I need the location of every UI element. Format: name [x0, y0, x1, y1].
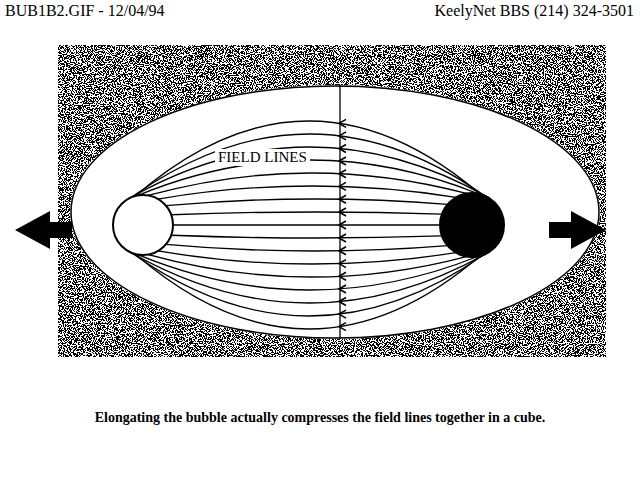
field-line — [166, 244, 448, 251]
field-line — [158, 186, 456, 199]
black-pole — [440, 193, 504, 257]
field-line — [120, 244, 496, 316]
field-line — [115, 121, 502, 215]
field-line — [138, 255, 478, 290]
field-line — [166, 199, 448, 206]
white-pole — [113, 195, 173, 255]
field-line — [128, 147, 488, 199]
stretch-arrow — [15, 211, 72, 249]
field-line — [148, 255, 466, 277]
bubble-outline — [71, 86, 599, 338]
bubble-fill — [70, 85, 600, 339]
speckle-texture — [58, 45, 606, 357]
header-label: BUB1B2.GIF - 12/04/94 — [5, 2, 165, 20]
field-line — [120, 134, 496, 206]
stretch-arrow — [549, 211, 606, 249]
field-line — [128, 251, 488, 303]
field-line — [115, 235, 502, 329]
field-label: FIELD LINES — [215, 149, 310, 166]
field-line — [171, 212, 442, 215]
caption: Elongating the bubble actually compresse… — [10, 410, 630, 426]
header-label: KeelyNet BBS (214) 324-3501 — [434, 2, 634, 20]
bubble-outline — [70, 85, 600, 339]
field-bubble: FIELD LINES — [70, 85, 600, 339]
field-line — [173, 224, 440, 225]
field-line — [171, 235, 442, 238]
noise-ground — [58, 45, 606, 357]
field-line — [158, 251, 456, 264]
flux-axis — [339, 85, 340, 339]
